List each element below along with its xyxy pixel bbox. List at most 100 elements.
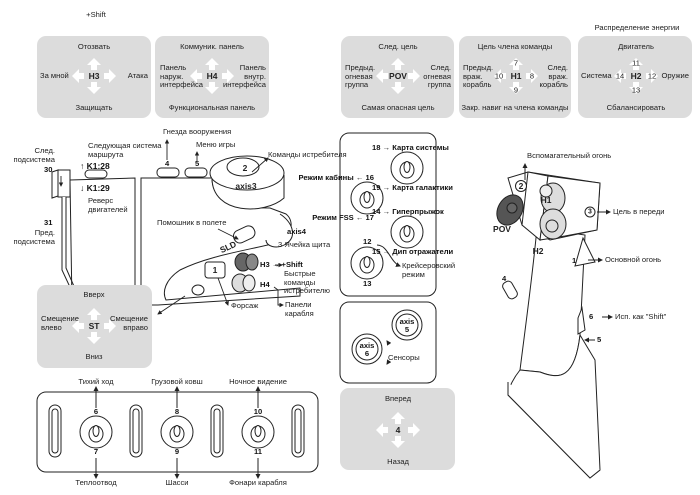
shield-cell-label: 3 Ячейка щита [278, 240, 331, 249]
primary-fire-label: Основной огонь [605, 255, 662, 264]
h3-left-label: За мной [40, 71, 69, 80]
h1-bottom-label: Закр. навиг на члена команды [461, 103, 569, 112]
stick-button-3-label: 3 [588, 208, 592, 216]
hardpoints-label: Гнезда вооружения [163, 127, 232, 136]
target-ahead-label: Цель в переди [613, 207, 665, 216]
h2-right-number: 12 [647, 71, 657, 81]
prev-subsystem-label: Пред. подсистема [13, 228, 56, 246]
stick-h2-label: H2 [532, 246, 544, 256]
h1-title-label: Цель члена команды [477, 42, 553, 51]
toggle-9-label: 9 [174, 447, 180, 456]
stick-button-1-label: 1 [572, 256, 577, 265]
boost-label: Форсаж [231, 301, 259, 310]
cargo-scoop-label: Грузовой ковш [151, 377, 203, 386]
st-right-label: Смещение вправо [110, 314, 148, 332]
forward-back-pad: Вперед Назад 4 [340, 388, 455, 470]
axis4-label: axis4 [287, 227, 307, 236]
toggle-15-label: 15 → Дип отражатели [372, 247, 454, 256]
button-2-label: 2 [242, 163, 248, 173]
h4-left-label: Панель наруж. интерфейса [160, 63, 204, 90]
ship-panels-label: Панели карабля [285, 300, 314, 318]
energy-note: Распределение энергии [594, 23, 680, 32]
game-menu-label: Меню игры [196, 140, 236, 149]
h2-left-label: Система [581, 71, 612, 80]
toggle-16-label: Режим кабины ← 16 [298, 173, 375, 182]
use-as-shift-label: Исп. как "Shift" [615, 312, 667, 321]
h2-up-number: 11 [632, 58, 640, 68]
h4-up-label: Коммуник. панель [180, 42, 244, 51]
stick-button-2-label: 2 [518, 181, 524, 191]
axis5-label: axis 5 [399, 317, 415, 334]
toggle-14-label: 14 → Гиперпрыжок [372, 207, 444, 216]
h2-down-label: Сбалансировать [606, 103, 666, 112]
st-hat-pad: Вверх Вниз Смещение влево Смещение вправ… [37, 285, 152, 368]
toggle-18-label: 18 → Карта системы [372, 143, 449, 152]
toggle-19-label: 19 → Карта галактики [372, 183, 453, 192]
h1-center-label: H1 [510, 71, 522, 81]
shift-note: +Shift [86, 10, 106, 19]
button-1-label: 1 [212, 265, 218, 275]
toggle-8-label: 8 [174, 407, 180, 416]
night-vision-label: Ночное видение [229, 377, 287, 386]
h4-hat-pad: Коммуник. панель Функциональная панель П… [155, 36, 269, 118]
h3-shift-label: H3 → +Shift [260, 260, 303, 269]
toggle-7-label: 7 [93, 447, 99, 456]
back-label: Назад [387, 457, 409, 466]
pov-left-label: Предыд. огневая группа [345, 63, 376, 90]
h2-up-label: Двигатель [618, 42, 654, 51]
h4-label: H4 [260, 280, 270, 289]
toggle-6-label: 6 [93, 407, 99, 416]
toggle-11-label: 11 [253, 447, 263, 456]
h2-left-number: 14 [615, 71, 625, 81]
st-down-label: Вниз [85, 352, 103, 361]
toggle-12-label: 12 [363, 237, 372, 246]
h1-down-number: 9 [513, 85, 519, 95]
pov-hat-pad: След. цель Самая опасная цель Предыд. ог… [341, 36, 454, 118]
cruise-mode-label: Крейсеровский режим [402, 261, 456, 279]
toggle-10-label: 10 [253, 407, 263, 416]
throttle-drawing [51, 155, 301, 306]
toggle-17-label: Режим FSS ← 17 [312, 213, 374, 222]
landing-gear-label: Шасси [165, 478, 189, 487]
h1-right-label: След. враж. корабль [539, 63, 568, 90]
axis3-label: axis3 [235, 181, 257, 191]
stick-button-5-label: 5 [597, 335, 602, 344]
ship-lights-label: Фонари карабля [229, 478, 287, 487]
heat-sink-label: Теплоотвод [75, 478, 117, 487]
h1-left-label: Предыд. враж. корабль [463, 63, 494, 90]
forward-label: Вперед [384, 394, 412, 403]
h4-center-label: H4 [206, 71, 218, 81]
h3-up-label: Отозвать [77, 42, 111, 51]
h1-up-number: 7 [513, 58, 519, 68]
toggle-13-label: 13 [363, 279, 372, 288]
h3-right-label: Атака [127, 71, 148, 80]
button-30-label: 30 [44, 165, 53, 174]
pov-center-label: POV [389, 71, 407, 81]
k1-29-label: ↓ K1:29 [80, 183, 110, 193]
button-31-label: 31 [44, 218, 53, 227]
h2-down-number: 13 [631, 85, 641, 95]
k1-28-label: ↑ K1:28 [80, 161, 110, 171]
button-5-label: 5 [195, 159, 200, 168]
pov-down-label: Самая опасная цель [361, 103, 435, 112]
pov-right-label: След. огневая группа [423, 63, 451, 90]
h3-down-label: Защищать [75, 103, 113, 112]
h2-hat-pad: Двигатель Сбалансировать Система Оружие … [578, 36, 692, 118]
button-4-label: 4 [165, 159, 170, 168]
stick-pov-label: POV [493, 224, 511, 234]
reverse-engines-label: Реверс двигателей [88, 196, 128, 214]
next-route-label: Следующая система маршрута [88, 141, 162, 159]
h1-right-number: 8 [529, 71, 535, 81]
h4-down-label: Функциональная панель [168, 103, 256, 112]
st-left-label: Смещение влево [41, 314, 79, 332]
h2-center-label: H2 [630, 71, 642, 81]
flight-assist-label: Помошник в полете [157, 218, 227, 227]
st-up-label: Вверх [83, 290, 105, 299]
next-subsystem-label: След. подсистема [13, 146, 56, 164]
forward-back-center-label: 4 [395, 425, 401, 435]
sensors-label: Сенсоры [388, 353, 420, 362]
joystick-drawing [496, 171, 601, 479]
stick-h1-label: H1 [540, 195, 552, 205]
